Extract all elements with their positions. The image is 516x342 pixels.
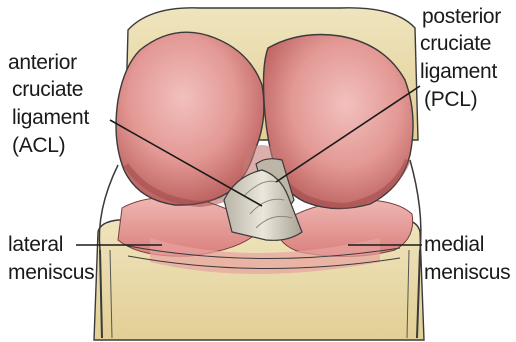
medial-meniscus-label-line-2: meniscus <box>424 262 510 284</box>
lateral-meniscus-label-line-2: meniscus <box>8 262 94 284</box>
pcl-label-line-4: (PCL) <box>424 89 477 111</box>
pcl-label-line-3: ligament <box>420 61 497 83</box>
acl-label-line-4: (ACL) <box>12 135 65 157</box>
pcl-label-line-2: cruciate <box>420 33 491 55</box>
acl-label-line-1: anterior <box>8 52 77 74</box>
medial-meniscus-label-line-1: medial <box>424 234 484 256</box>
acl-label-line-2: cruciate <box>12 79 83 101</box>
lateral-meniscus-label-line-1: lateral <box>8 234 63 256</box>
acl-label-line-3: ligament <box>12 107 89 129</box>
pcl-label-line-1: posterior <box>422 6 501 28</box>
